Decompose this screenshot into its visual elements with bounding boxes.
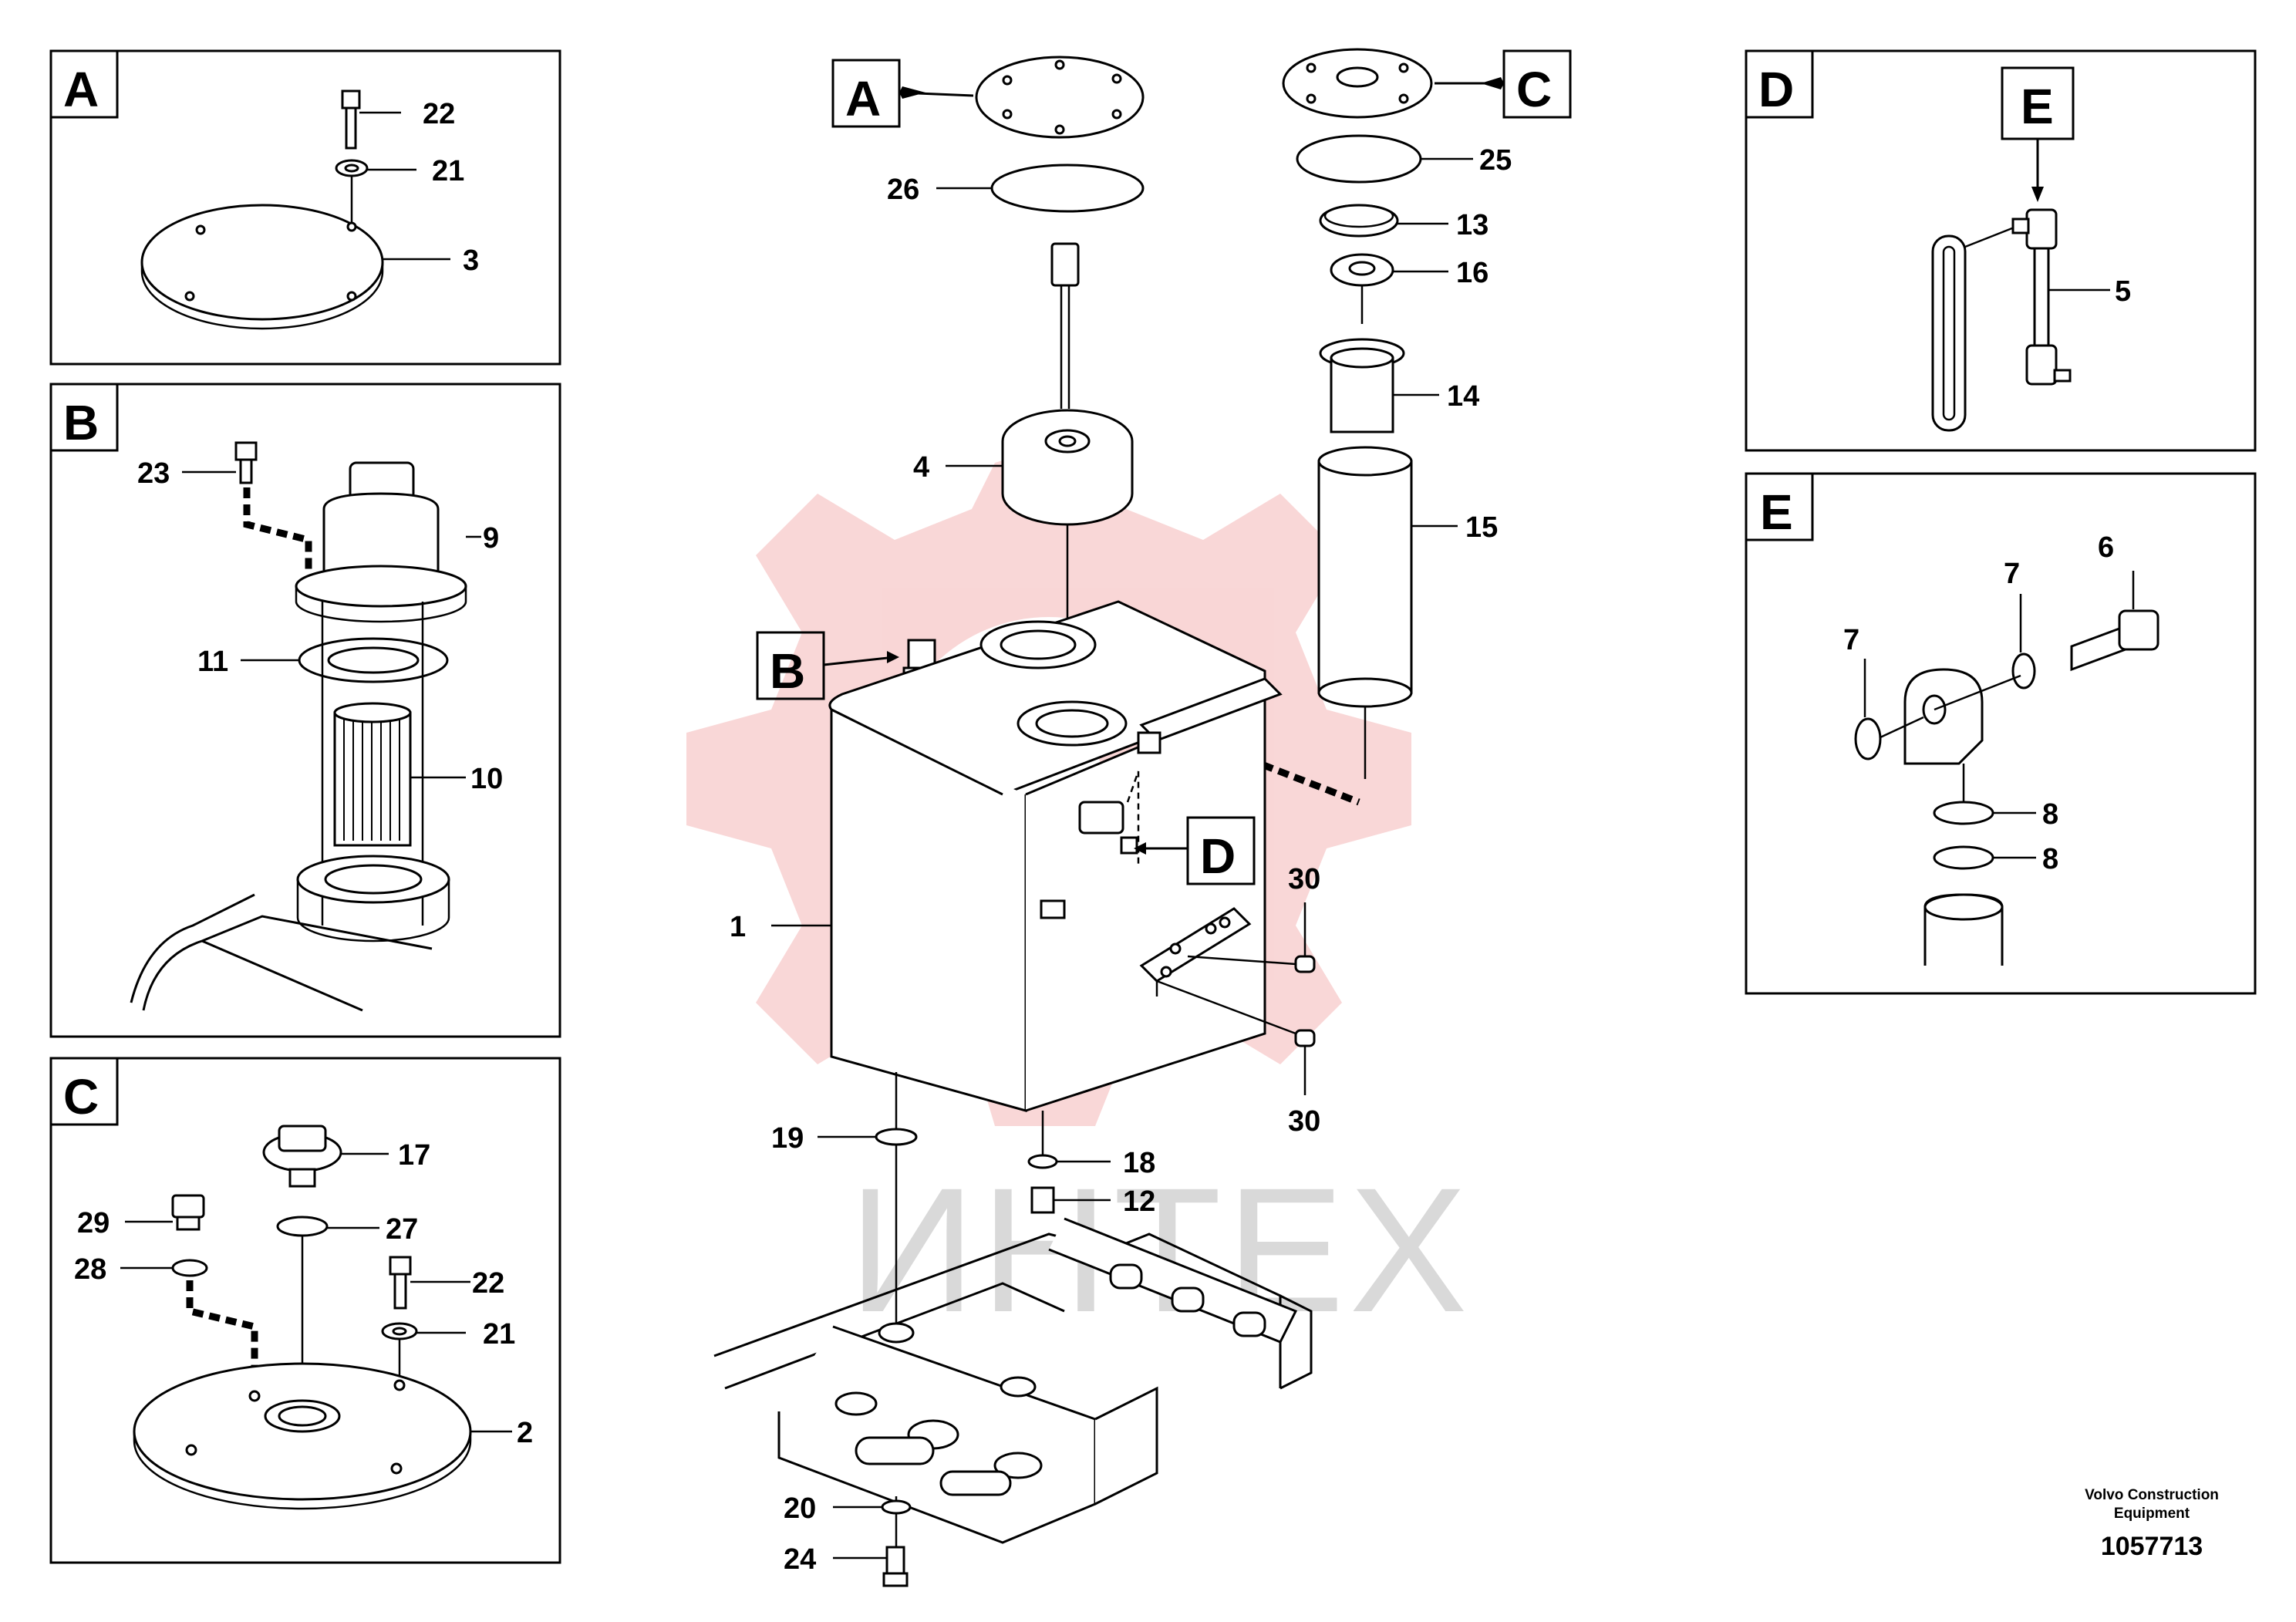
detail-panel-c: C 17 29 27 28 22 21 bbox=[49, 1057, 561, 1564]
callout-5: 5 bbox=[2115, 275, 2131, 308]
callout-28: 28 bbox=[74, 1253, 106, 1286]
callout-1: 1 bbox=[730, 911, 746, 943]
callout-14: 14 bbox=[1447, 380, 1479, 413]
callout-8b: 8 bbox=[2042, 843, 2058, 875]
callout-22b: 22 bbox=[472, 1267, 504, 1300]
watermark-text: ИНТЕХ bbox=[848, 1151, 1472, 1349]
main-letter-d: D bbox=[1200, 828, 1236, 884]
callout-25: 25 bbox=[1479, 144, 1512, 177]
credit-line-1: Volvo Construction bbox=[2085, 1487, 2219, 1503]
callout-7a: 7 bbox=[2004, 558, 2020, 590]
callout-19: 19 bbox=[771, 1122, 804, 1155]
callout-30b: 30 bbox=[1288, 1105, 1320, 1138]
callout-22: 22 bbox=[423, 98, 455, 130]
callout-7b: 7 bbox=[1843, 624, 1859, 656]
callout-12: 12 bbox=[1123, 1185, 1155, 1218]
document-number: 1057713 bbox=[2101, 1532, 2203, 1561]
detail-panel-d: D E 5 bbox=[1745, 49, 2257, 452]
panel-b-letter: B bbox=[63, 395, 99, 450]
callout-17: 17 bbox=[398, 1139, 430, 1172]
callout-16: 16 bbox=[1456, 257, 1489, 289]
callout-8a: 8 bbox=[2042, 798, 2058, 831]
callout-3: 3 bbox=[463, 244, 479, 277]
credit-line-2: Equipment bbox=[2114, 1506, 2190, 1522]
callout-24: 24 bbox=[784, 1543, 816, 1576]
detail-panel-a: A 22 21 3 bbox=[49, 49, 561, 366]
main-letter-b: B bbox=[770, 643, 805, 699]
callout-26: 26 bbox=[887, 174, 919, 206]
footer: Volvo Construction Equipment 1057713 bbox=[2085, 1487, 2219, 1561]
callout-27: 27 bbox=[386, 1213, 418, 1246]
callout-4: 4 bbox=[913, 451, 929, 484]
callout-18: 18 bbox=[1123, 1147, 1155, 1179]
callout-9: 9 bbox=[483, 522, 499, 555]
callout-30a: 30 bbox=[1288, 863, 1320, 895]
callout-10: 10 bbox=[470, 763, 503, 795]
callout-20: 20 bbox=[784, 1492, 816, 1525]
callout-29: 29 bbox=[77, 1207, 110, 1239]
main-letter-a: A bbox=[845, 71, 881, 126]
panel-c-letter: C bbox=[63, 1069, 99, 1125]
panel-d-letter: D bbox=[1758, 62, 1794, 117]
main-exploded-view: A 26 4 C 25 bbox=[713, 48, 1572, 1587]
detail-panel-e: E 6 7 7 8 8 bbox=[1745, 472, 2257, 995]
panel-e-letter: E bbox=[1760, 484, 1793, 540]
callout-21: 21 bbox=[432, 155, 464, 187]
callout-21b: 21 bbox=[483, 1318, 515, 1351]
panel-a-letter: A bbox=[63, 62, 99, 117]
panel-d-sub-letter-e: E bbox=[2021, 79, 2054, 134]
callout-23: 23 bbox=[137, 457, 170, 490]
callout-13: 13 bbox=[1456, 209, 1489, 241]
callout-2: 2 bbox=[517, 1417, 533, 1449]
callout-6: 6 bbox=[2098, 531, 2114, 564]
detail-panel-b: B 23 9 11 10 bbox=[49, 383, 561, 1038]
main-letter-c: C bbox=[1516, 62, 1552, 117]
callout-11: 11 bbox=[197, 646, 228, 678]
callout-15: 15 bbox=[1465, 511, 1498, 544]
